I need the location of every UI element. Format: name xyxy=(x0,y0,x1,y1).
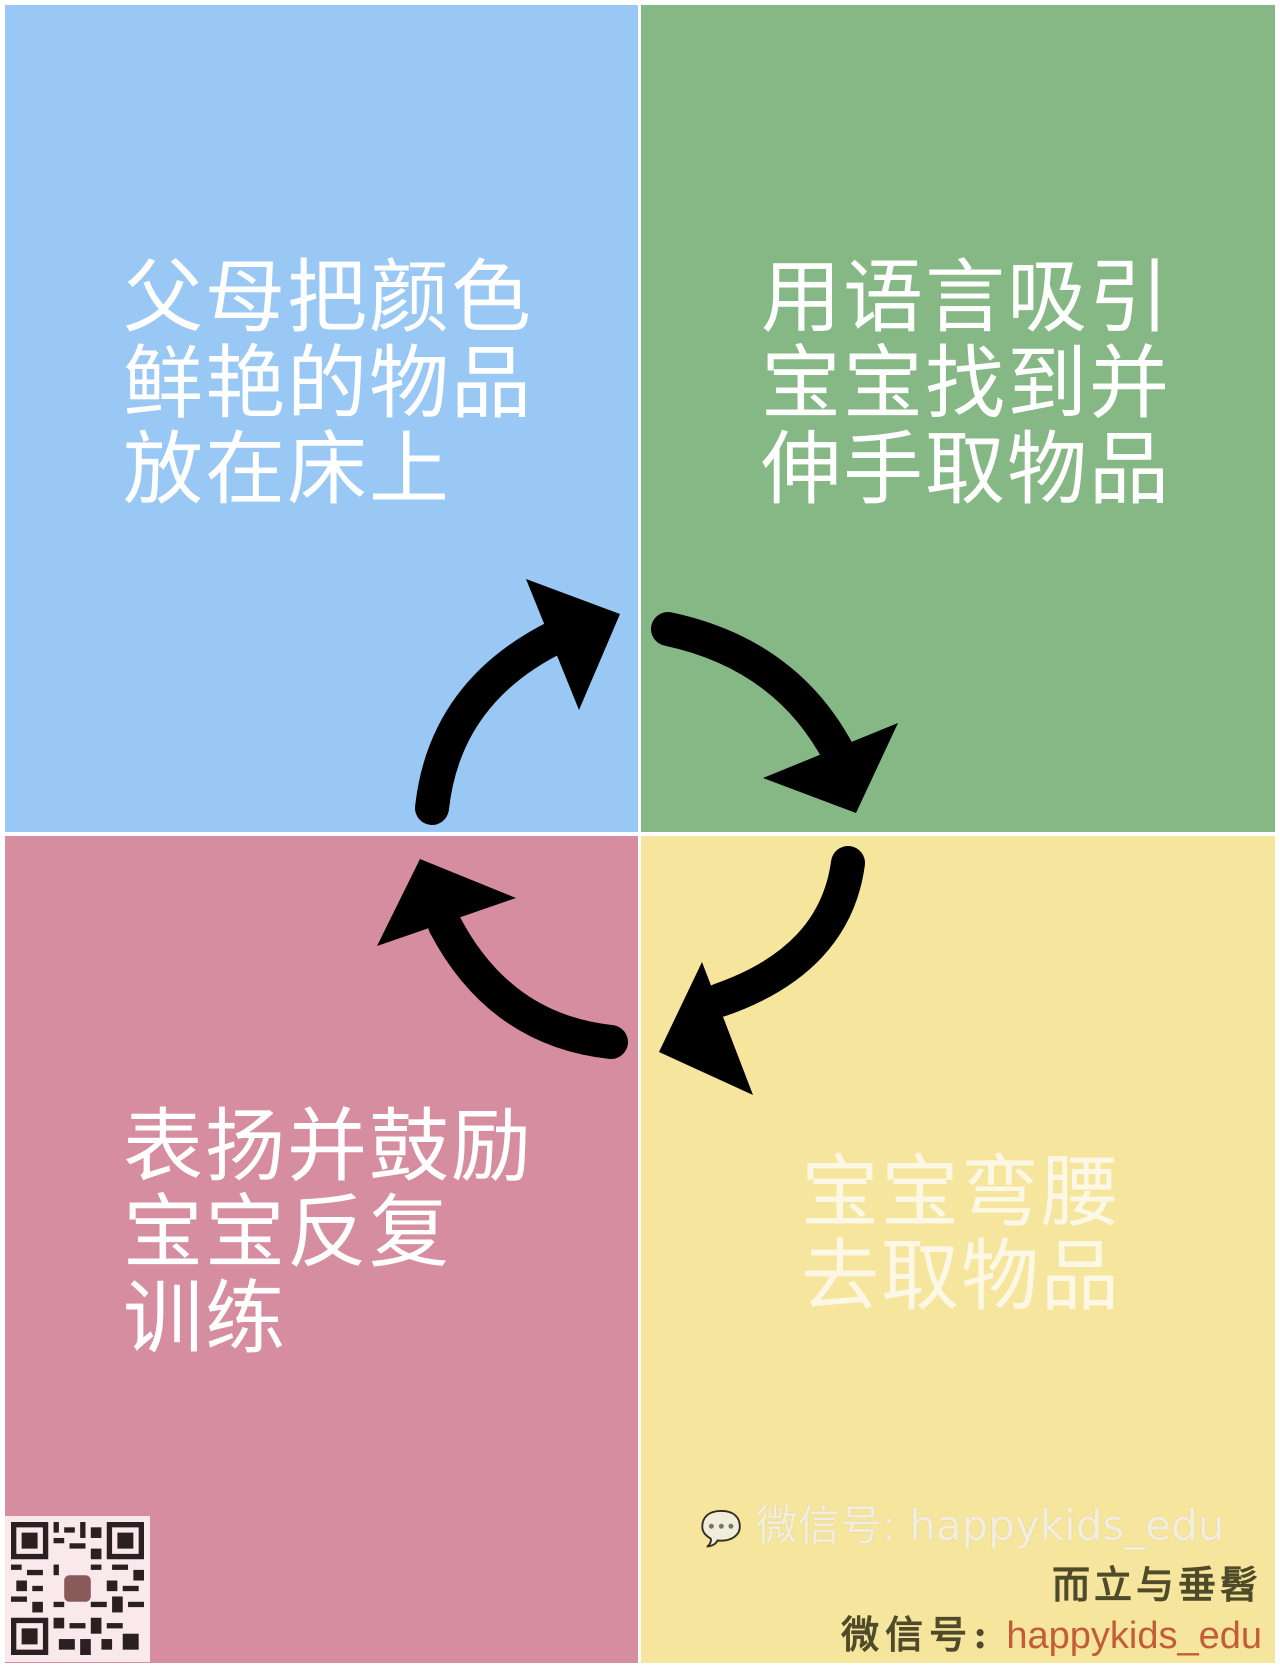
text-line: 表扬并鼓励 xyxy=(123,1100,533,1193)
step-text-1: 父母把颜色 鲜艳的物品 放在床上 xyxy=(123,255,533,513)
text-line: 宝宝弯腰 xyxy=(801,1148,1122,1238)
quadrant-top-left: 父母把颜色 鲜艳的物品 放在床上 xyxy=(5,5,638,832)
text-line: 放在床上 xyxy=(123,423,451,516)
arrow-down-right-icon xyxy=(651,612,859,777)
arrowhead-icon xyxy=(659,962,753,1095)
qr-code-icon xyxy=(5,1516,150,1662)
arrowhead-icon xyxy=(377,859,516,946)
arrowhead-icon xyxy=(526,579,620,710)
text-line: 训练 xyxy=(123,1272,287,1365)
step-text-2: 用语言吸引 宝宝找到并 伸手取物品 xyxy=(761,255,1171,513)
step-text-3: 宝宝弯腰 去取物品 xyxy=(801,1151,1121,1319)
account-id-line: 微信号: happykids_edu xyxy=(841,1612,1262,1659)
account-id-label: 微信号: xyxy=(841,1612,994,1657)
step-text-4: 表扬并鼓励 宝宝反复 训练 xyxy=(123,1104,533,1362)
text-line: 宝宝反复 xyxy=(123,1186,451,1279)
arrow-up-left-icon xyxy=(428,908,628,1059)
arrow-up-right-icon xyxy=(415,618,577,825)
arrow-down-left-icon xyxy=(703,846,865,1017)
watermark-faint-text: 微信号: happykids_edu xyxy=(755,1501,1225,1550)
quadrant-bottom-right: 宝宝弯腰 去取物品 xyxy=(641,836,1275,1663)
text-line: 伸手取物品 xyxy=(761,423,1171,516)
arrowhead-icon xyxy=(763,723,898,813)
text-line: 去取物品 xyxy=(801,1232,1122,1322)
account-name: 而立与垂髫 xyxy=(1051,1562,1262,1607)
text-line: 父母把颜色 xyxy=(123,251,533,344)
quadrant-top-right: 用语言吸引 宝宝找到并 伸手取物品 xyxy=(641,5,1275,832)
text-line: 宝宝找到并 xyxy=(761,337,1171,430)
text-line: 用语言吸引 xyxy=(761,251,1171,344)
watermark-faint: 💬 微信号: happykids_edu xyxy=(700,1500,1224,1552)
account-id: happykids_edu xyxy=(1006,1615,1262,1657)
text-line: 鲜艳的物品 xyxy=(123,337,533,430)
wechat-icon: 💬 xyxy=(700,1509,743,1549)
